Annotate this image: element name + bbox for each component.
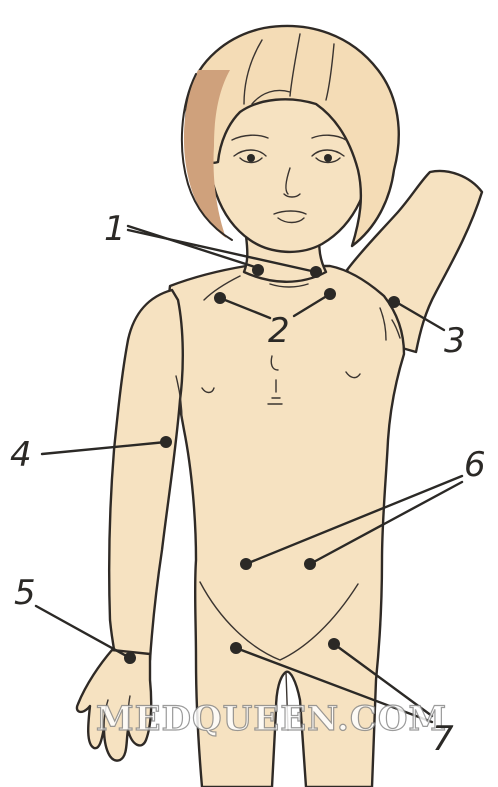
marker-3 xyxy=(388,296,400,308)
hanging-arm xyxy=(109,290,183,660)
label-3: 3 xyxy=(444,321,466,361)
label-1: 1 xyxy=(104,209,126,249)
left-pupil xyxy=(247,154,255,162)
label-6: 6 xyxy=(464,445,486,485)
watermark: MEDQUEEN.COM xyxy=(96,699,447,739)
marker-7-right xyxy=(328,638,340,650)
marker-6-right xyxy=(304,558,316,570)
marker-1-left xyxy=(252,264,264,276)
marker-4 xyxy=(160,436,172,448)
label-2: 2 xyxy=(268,311,290,351)
right-pupil xyxy=(324,154,332,162)
marker-1-right xyxy=(310,266,322,278)
marker-5 xyxy=(124,652,136,664)
marker-6-left xyxy=(240,558,252,570)
pointer-1a xyxy=(128,226,258,268)
marker-2-right xyxy=(324,288,336,300)
label-4: 4 xyxy=(10,435,32,475)
child-figure xyxy=(77,26,482,787)
label-7: 7 xyxy=(432,719,454,759)
marker-7-left xyxy=(230,642,242,654)
marker-2-left xyxy=(214,292,226,304)
label-5: 5 xyxy=(14,573,36,613)
